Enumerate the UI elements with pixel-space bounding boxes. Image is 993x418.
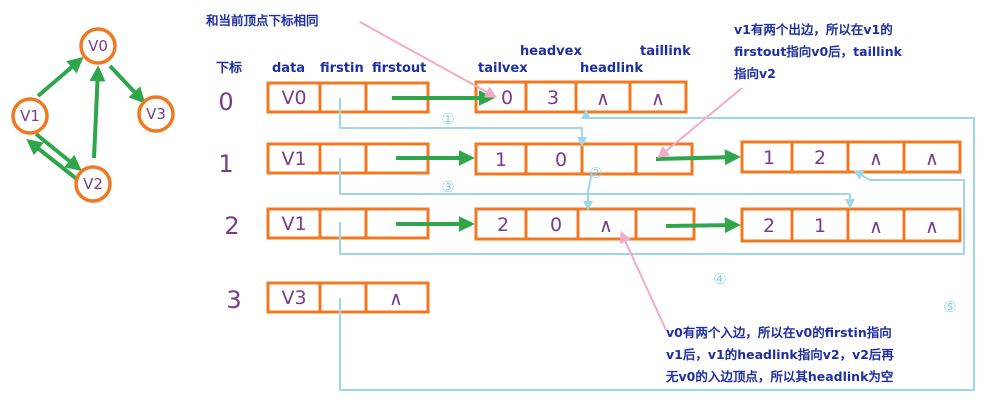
vertex-row-2-data: V1: [281, 213, 306, 235]
arc-node-0-3: 0 3 ∧ ∧: [474, 80, 688, 114]
note-v0-in-line-2: v1后，v1的headlink指向v2，v2后再: [666, 347, 894, 362]
vertex-row-3-firstout-null: ∧: [389, 288, 403, 310]
vertex-v1-label: V1: [20, 107, 40, 125]
arc-0-taillink: ∧: [651, 88, 665, 110]
arc-4-headvex: 1: [814, 215, 826, 237]
cyan-link-lines: [339, 98, 975, 391]
link-v2-firstin: [339, 170, 965, 255]
step-marker-2: ②: [589, 164, 602, 182]
link-v3-firstin: [339, 109, 975, 391]
vertex-v2-label: V2: [83, 175, 103, 193]
row-index-0: 0: [218, 88, 233, 116]
link-v0-firstin: [339, 98, 587, 147]
column-headers: 下标 data firstin firstout tailvex headvex…: [216, 44, 691, 76]
pink-arrow-same-index: [359, 21, 498, 98]
arc-0-tailvex: 0: [501, 87, 513, 109]
vertex-v0: V0: [79, 27, 117, 65]
vertex-row-3: V3 ∧: [266, 281, 430, 314]
row-index-2: 2: [224, 212, 239, 240]
edge-v2-v1: [26, 139, 80, 182]
step-marker-4: ④: [713, 270, 726, 288]
arc-4-headlink: ∧: [869, 216, 883, 238]
step-marker-1: ①: [441, 110, 454, 128]
note-v0-in: v0有两个入边，所以在v0的firstin指向 v1后，v1的headlink指…: [665, 325, 894, 384]
vertex-v3: V3: [137, 95, 175, 133]
arrow-taillink-1: [655, 149, 741, 166]
vertex-row-0-data: V0: [281, 87, 306, 109]
arc-2-headlink: ∧: [869, 148, 883, 170]
row-index-1: 1: [218, 150, 233, 178]
directed-graph: V0 V1 V2 V3: [11, 27, 175, 203]
header-headlink: headlink: [580, 61, 643, 76]
note-v1-out-line-1: v1有两个出边，所以在v1的: [734, 22, 893, 37]
step-marker-5: ⑤: [943, 298, 956, 316]
vertex-row-3-data: V3: [281, 287, 306, 309]
note-v1-out-line-2: firstout指向v0后，taillink: [734, 44, 903, 59]
pink-arrow-v0-in: [620, 230, 667, 331]
arc-0-headvex: 3: [547, 87, 559, 109]
header-headvex: headvex: [520, 44, 582, 59]
step-markers: ① ② ③ ④ ⑤: [441, 110, 956, 316]
header-taillink: taillink: [640, 44, 691, 59]
note-same-index: 和当前顶点下标相同: [205, 13, 319, 28]
arc-2-headvex: 2: [814, 147, 826, 169]
header-tailvex: tailvex: [478, 61, 528, 76]
pink-arrow-v1-out: [657, 87, 743, 159]
arc-node-1-2: 1 2 ∧ ∧: [740, 140, 962, 174]
header-firstin: firstin: [320, 61, 364, 76]
note-v1-out-line-3: 指向v2: [734, 66, 776, 81]
vertex-row-1-data: V1: [281, 148, 306, 170]
arc-2-tailvex: 1: [763, 147, 775, 169]
arc-4-taillink: ∧: [925, 216, 939, 238]
link-headlink-1: [583, 171, 593, 211]
arc-1-tailvex: 1: [495, 149, 507, 171]
note-v1-out: v1有两个出边，所以在v1的 firstout指向v0后，taillink 指向…: [734, 22, 903, 81]
arrow-taillink-2: [665, 217, 741, 234]
note-v0-in-line-3: 无v0的入边顶点，所以其headlink为空: [665, 369, 893, 384]
arc-1-headvex: 0: [555, 149, 567, 171]
vertex-v3-label: V3: [146, 105, 166, 123]
row-index-3: 3: [226, 286, 241, 314]
vertex-v0-label: V0: [88, 37, 108, 55]
arc-2-taillink: ∧: [925, 148, 939, 170]
arc-3-headlink: ∧: [599, 215, 613, 237]
header-index: 下标: [216, 60, 242, 76]
green-pointer-arrows: [392, 90, 741, 234]
arc-node-2-0: 2 0 ∧: [474, 207, 696, 241]
vertex-v1: V1: [11, 97, 49, 135]
pink-annotations: [359, 21, 743, 331]
header-data: data: [272, 61, 305, 76]
edge-v1-v0: [36, 56, 84, 98]
arc-0-headlink: ∧: [596, 88, 610, 110]
note-v0-in-line-1: v0有两个入边，所以在v0的firstin指向: [666, 325, 892, 340]
step-marker-3: ③: [441, 178, 454, 196]
arc-node-2-1: 2 1 ∧ ∧: [740, 207, 962, 243]
arc-3-headvex: 0: [550, 214, 562, 236]
vertex-row-0: V0: [266, 81, 430, 114]
vertex-v2: V2: [74, 165, 112, 203]
edge-v0-v3: [108, 64, 146, 104]
edge-v2-v0: [89, 65, 106, 159]
arc-node-1-0: 1 0: [474, 142, 694, 176]
arc-4-tailvex: 2: [763, 215, 775, 237]
header-firstout: firstout: [372, 61, 426, 76]
link-v1-firstin: [339, 158, 855, 209]
arc-3-tailvex: 2: [497, 214, 509, 236]
